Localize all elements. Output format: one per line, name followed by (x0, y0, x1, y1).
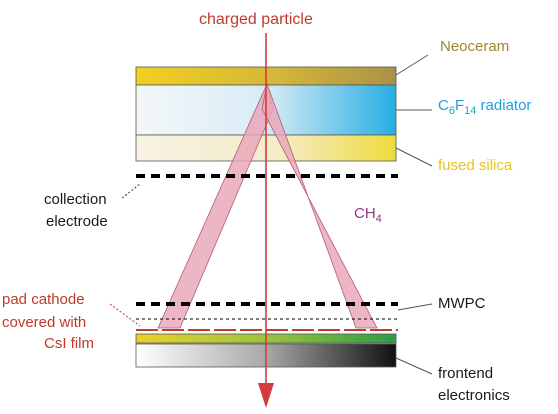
neoceram-leader (395, 54, 429, 76)
neoceram-label: Neoceram (440, 38, 510, 55)
pad-cathode-label-line1: pad cathode (2, 291, 85, 308)
radiator-c-sub: 6 (448, 105, 455, 117)
cherenkov-cone-right (261, 82, 378, 329)
radiator-rest: radiator (476, 97, 532, 114)
gas-main: CH (354, 205, 376, 222)
frontend-label-line1: frontend (438, 365, 494, 382)
radiator-f-sub: 14 (464, 105, 477, 117)
radiator-f: F (454, 97, 465, 114)
silica-leader (395, 147, 433, 167)
radiator-label: C6F14 radiator (438, 96, 531, 117)
frontend-label-line2: electronics (438, 387, 510, 404)
particle-arrowhead (258, 383, 274, 408)
pad-leader (109, 303, 141, 327)
pad-cathode-label-line2: covered with (2, 314, 87, 331)
collection-leader (121, 183, 141, 199)
fused-silica-label: fused silica (438, 157, 513, 174)
collection-label-line1: collection (44, 191, 107, 208)
collection-label-line2: electrode (46, 213, 108, 230)
mwpc-leader (397, 303, 433, 311)
mwpc-label: MWPC (438, 295, 486, 312)
radiator-c: C (438, 97, 449, 114)
gas-label: CH4 (354, 204, 382, 225)
frontend-leader (395, 357, 433, 375)
gas-sub: 4 (375, 213, 382, 225)
pad-cathode-label-line3: CsI film (44, 335, 94, 352)
charged-particle-label: charged particle (199, 11, 313, 28)
